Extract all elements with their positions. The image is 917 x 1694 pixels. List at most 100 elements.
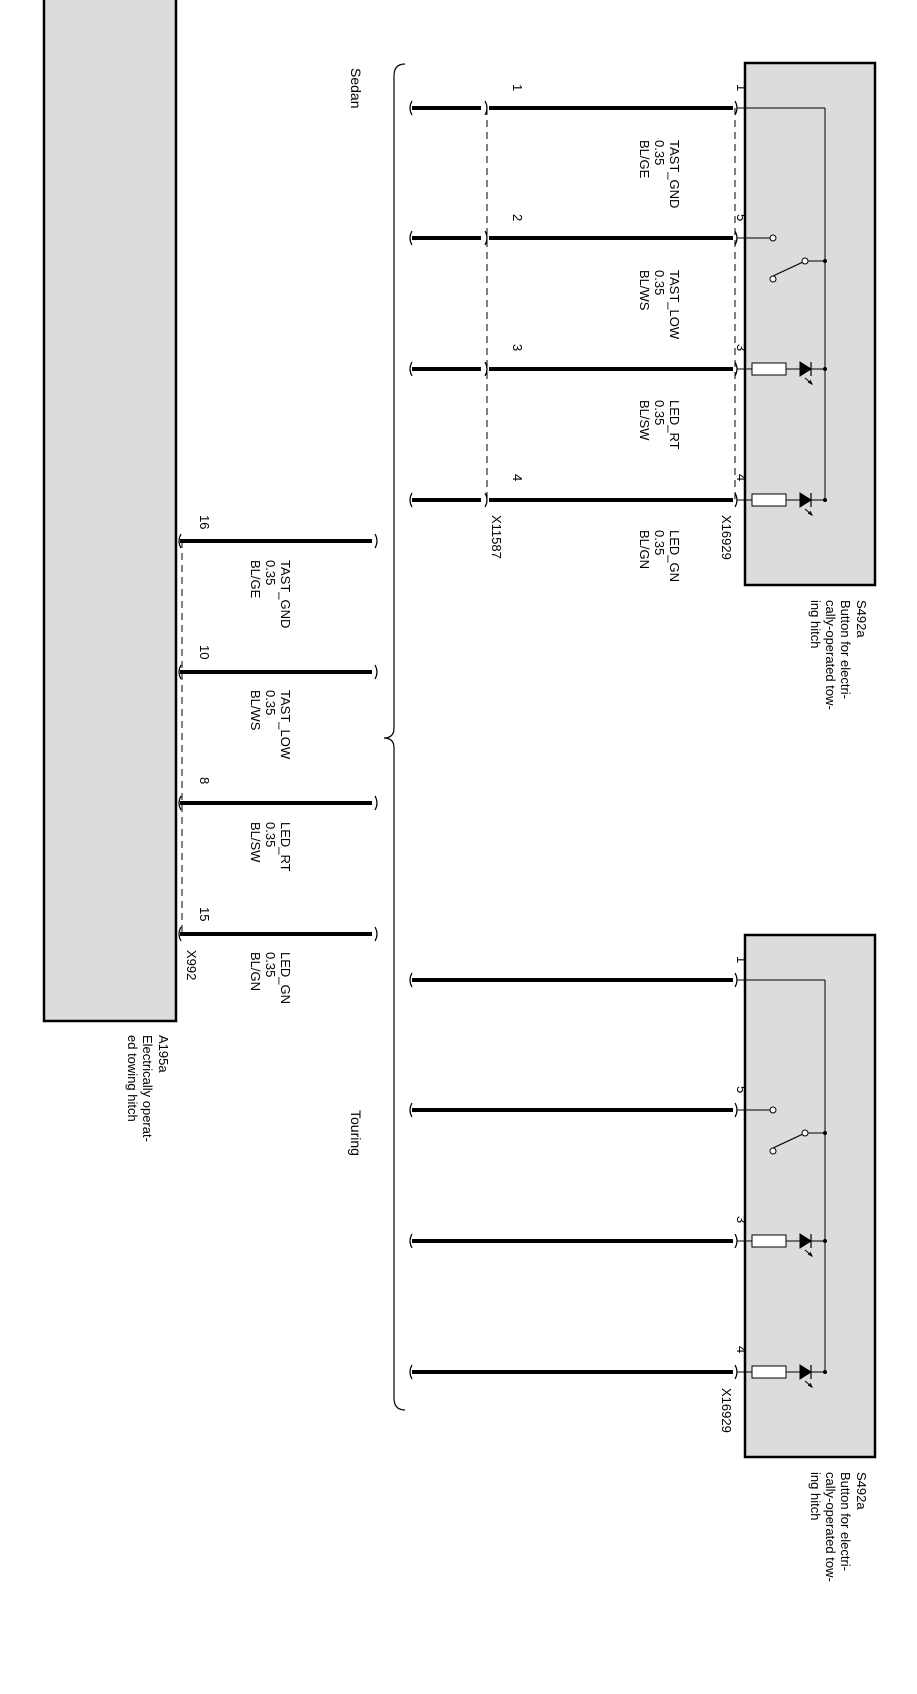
sedan-brace — [383, 63, 406, 960]
button-sedan-id: S492a — [854, 600, 869, 638]
wire-color: BL/WS — [637, 270, 652, 311]
junction-dot — [823, 1131, 827, 1135]
module-a195a-label: A195a Electrically operat- ed towing hit… — [125, 1035, 171, 1142]
wire-size: 0.35 — [263, 690, 278, 715]
a195-connector-label: X992 — [184, 950, 199, 980]
pin-number: 2 — [510, 214, 525, 221]
wire-color: BL/GN — [637, 530, 652, 569]
led-diode — [799, 361, 812, 377]
wire-size: 0.35 — [652, 400, 667, 425]
wire-size: 0.35 — [263, 822, 278, 847]
wire-signal: LED_RT — [278, 822, 293, 872]
wire-terminal — [374, 664, 378, 680]
led-diode — [799, 1364, 812, 1380]
module-a195a-id: A195a — [156, 1035, 171, 1073]
led-arrow — [804, 377, 814, 386]
button-touring-name-line: cally-operated tow- — [823, 1472, 838, 1582]
button-sedan-name-line: cally-operated tow- — [823, 600, 838, 710]
a195-wire-label: LED_GN 0.35 BL/GN — [248, 952, 293, 1004]
sedan-label: Sedan — [348, 68, 364, 108]
button-touring-box — [743, 933, 877, 1459]
wire-terminal — [374, 795, 378, 811]
resistor — [751, 362, 787, 376]
wire-terminal — [178, 664, 182, 680]
wire-signal: LED_GN — [667, 530, 682, 582]
resistor — [751, 1234, 787, 1248]
wire-terminal — [409, 492, 413, 508]
resistor — [751, 493, 787, 507]
a195-wire-label: TAST_GND 0.35 BL/GE — [248, 560, 293, 628]
switch-contact — [801, 1129, 809, 1137]
wire-terminal — [484, 361, 488, 377]
module-a195a-name-line: Electrically operat- — [140, 1035, 155, 1142]
pin-number: 4 — [734, 474, 749, 481]
wire-terminal — [409, 1102, 413, 1118]
wire-size: 0.35 — [652, 140, 667, 165]
pin-number: 1 — [510, 84, 525, 91]
switch-blade — [772, 1133, 804, 1149]
sedan-wire-label: LED_RT 0.35 BL/SW — [637, 400, 682, 450]
led-diode — [799, 1233, 812, 1249]
pin-number: 4 — [734, 1346, 749, 1353]
sedan-wire-label: TAST_GND 0.35 BL/GE — [637, 140, 682, 208]
button-sedan-label: S492a Button for electri- cally-operated… — [808, 600, 869, 710]
switch-contact — [769, 234, 777, 242]
sedan-wire-label: TAST_LOW 0.35 BL/WS — [637, 270, 682, 340]
switch-contact — [769, 275, 777, 283]
wire-terminal — [409, 972, 413, 988]
wire-terminal — [374, 533, 378, 549]
wire-size: 0.35 — [263, 560, 278, 585]
wire-signal: LED_RT — [667, 400, 682, 450]
button-sedan-name-line: ing hitch — [808, 600, 823, 648]
wire-terminal — [734, 1102, 738, 1118]
touring-brace — [393, 960, 406, 1411]
button-touring-id: S492a — [854, 1472, 869, 1510]
wire-terminal — [484, 492, 488, 508]
wire-color: BL/GE — [637, 140, 652, 179]
switch-contact — [769, 1106, 777, 1114]
wire-terminal — [178, 795, 182, 811]
button-sedan-connector-label: X16929 — [719, 515, 734, 560]
wire-terminal — [409, 1364, 413, 1380]
wire-size: 0.35 — [263, 952, 278, 977]
pin-number: 3 — [734, 1216, 749, 1223]
touring-label: Touring — [348, 1110, 364, 1156]
wire-terminal — [484, 230, 488, 246]
wire-terminal — [374, 926, 378, 942]
wire-terminal — [178, 926, 182, 942]
junction-dot — [823, 498, 827, 502]
led-arrow — [804, 508, 814, 517]
wire-terminal — [178, 533, 182, 549]
wire-signal: LED_GN — [278, 952, 293, 1004]
pin-number: 5 — [734, 1086, 749, 1093]
wire-color: BL/SW — [637, 400, 652, 441]
wire-signal: TAST_GND — [278, 560, 293, 628]
wire-terminal — [409, 361, 413, 377]
a195-wire-label: TAST_LOW 0.35 BL/WS — [248, 690, 293, 760]
junction-dot — [823, 367, 827, 371]
wire-terminal — [409, 100, 413, 116]
module-a195a-name-line: ed towing hitch — [125, 1035, 140, 1122]
pin-number: 5 — [734, 214, 749, 221]
wires-layer — [178, 100, 738, 1380]
led-diode — [799, 492, 812, 508]
inline-connector-label: X11587 — [489, 515, 504, 559]
junction-dot — [823, 259, 827, 263]
button-touring-name-line: ing hitch — [808, 1472, 823, 1520]
wire-terminal — [734, 1364, 738, 1380]
wire-signal: TAST_LOW — [278, 690, 293, 760]
wire-color: BL/GN — [248, 952, 263, 991]
pin-number: 15 — [197, 907, 212, 921]
switch-contact — [769, 1147, 777, 1155]
switch-blade — [772, 261, 804, 277]
wire-terminal — [734, 1233, 738, 1249]
button-sedan-name-line: Button for electri- — [838, 600, 853, 699]
button-touring-name-line: Button for electri- — [838, 1472, 853, 1571]
wire-signal: TAST_GND — [667, 140, 682, 208]
junction-dot — [823, 1239, 827, 1243]
switch-contact — [801, 257, 809, 265]
wire-terminal — [484, 100, 488, 116]
junction-dot — [823, 1370, 827, 1374]
wire-terminal — [409, 230, 413, 246]
